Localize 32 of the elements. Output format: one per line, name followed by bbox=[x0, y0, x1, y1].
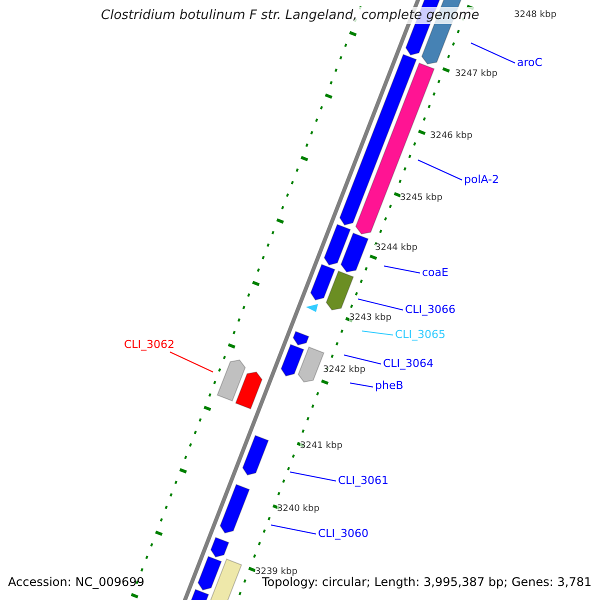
leader-line bbox=[350, 382, 374, 388]
footer-text: Topology: circular; Length: 3,995,387 bp; Genes: 3,781 bbox=[262, 575, 592, 589]
scale-label: 3244 kbp bbox=[375, 244, 418, 253]
leader-line bbox=[170, 352, 214, 372]
scale-label: 3240 kbp bbox=[277, 505, 320, 514]
gene-label: polA-2 bbox=[464, 173, 500, 187]
gene-label: CLI_3065 bbox=[395, 328, 446, 342]
gene-label: aroC bbox=[517, 56, 542, 70]
gene-label: pheB bbox=[375, 379, 404, 393]
scale-label: 3247 kbp bbox=[455, 70, 498, 79]
scale-label: 3242 kbp bbox=[323, 366, 366, 375]
gene-label: CLI_3066 bbox=[405, 303, 456, 317]
gene-label: CLI_3060 bbox=[318, 527, 369, 541]
scale-label: 3243 kbp bbox=[349, 314, 392, 323]
scale-label: 3245 kbp bbox=[400, 194, 442, 203]
leader-line bbox=[270, 524, 316, 534]
leader-line bbox=[344, 354, 382, 364]
scale-label: 3246 kbp bbox=[430, 132, 472, 141]
leader-line bbox=[470, 42, 516, 64]
scale-label: 3239 kbp bbox=[255, 568, 298, 577]
leader-line bbox=[384, 266, 420, 274]
footer-text: Accession: NC_009699 bbox=[8, 575, 144, 589]
leader-line bbox=[362, 330, 394, 336]
gene-label: coaE bbox=[422, 266, 448, 280]
leader-line bbox=[418, 160, 462, 180]
gene-label: CLI_3061 bbox=[338, 474, 389, 488]
leader-line bbox=[290, 472, 336, 482]
scale-label: 3241 kbp bbox=[300, 442, 342, 451]
leader-line bbox=[358, 298, 404, 310]
gene-label: CLI_3062 bbox=[124, 338, 175, 352]
scale-label: 3248 kbp bbox=[514, 11, 556, 20]
gene-label: CLI_3064 bbox=[383, 357, 434, 371]
